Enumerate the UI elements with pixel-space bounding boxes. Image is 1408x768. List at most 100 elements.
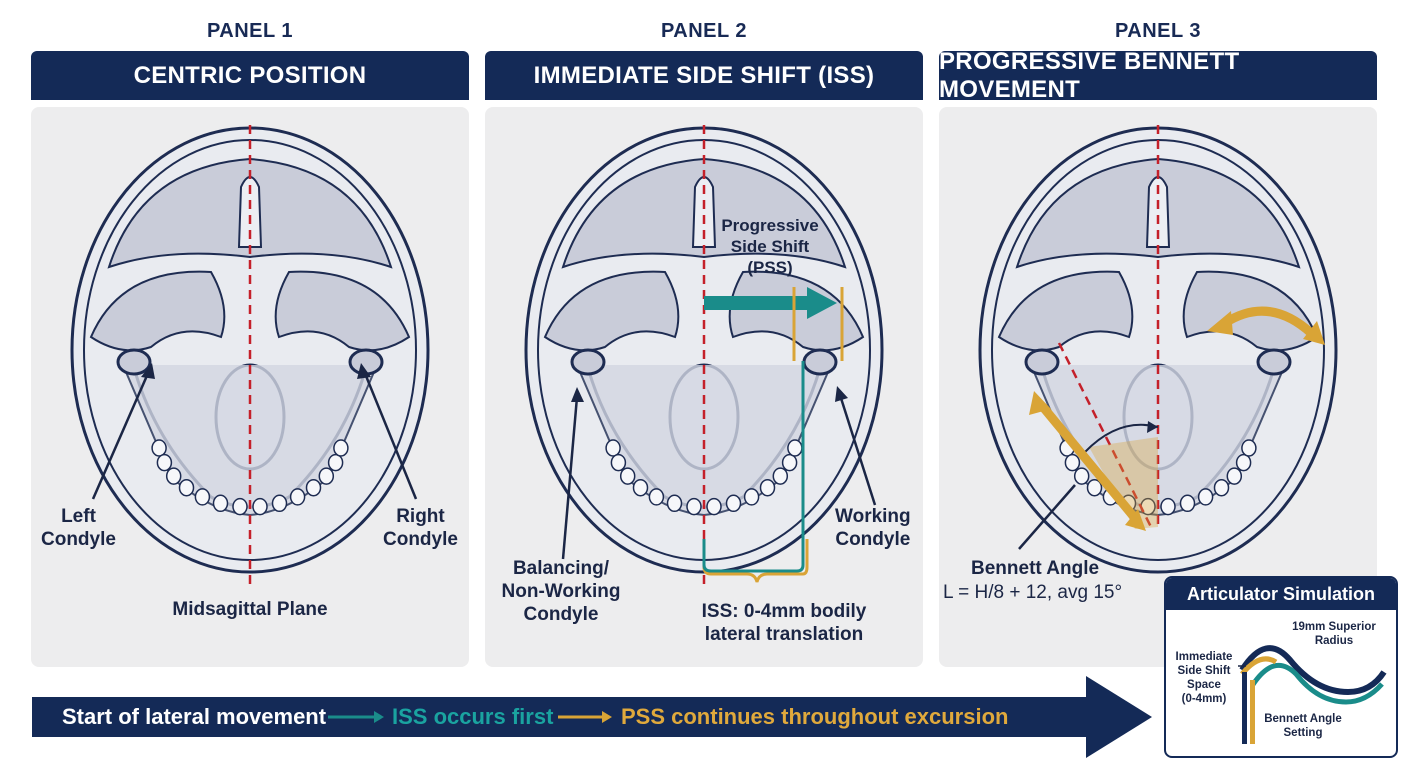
tooth xyxy=(1235,453,1252,472)
gold-arrowhead-up xyxy=(1029,391,1051,415)
flow-step-2: ISS occurs first xyxy=(392,704,554,729)
right-condyle-arrow xyxy=(362,370,418,500)
bennett-formula: L = H/8 + 12, avg 15° xyxy=(943,582,1123,603)
right-condyle-arrowhead xyxy=(357,363,371,379)
flow-step-3: PSS continues throughout excursion xyxy=(621,704,1009,729)
tooth xyxy=(725,494,742,513)
tooth xyxy=(1241,439,1257,457)
working-arrow xyxy=(838,394,877,506)
sim-radius-label: 19mm Superior Radius xyxy=(1292,621,1376,647)
pss-arrow-shaft xyxy=(704,296,810,310)
tooth xyxy=(686,497,702,516)
gold-double-arrow-left xyxy=(1039,404,1138,520)
tooth xyxy=(759,478,776,497)
tooth xyxy=(289,488,306,506)
panel-3-body: Bennett Angle L = H/8 + 12, avg 15° xyxy=(939,107,1377,667)
iss-bracket-teal xyxy=(702,361,805,573)
working-arrowhead xyxy=(835,386,848,402)
skull-illustration-2 xyxy=(524,125,884,587)
bennett-pointer xyxy=(1018,484,1076,550)
panel-3-title: PROGRESSIVE BENNETT MOVEMENT xyxy=(939,48,1377,103)
crista-galli xyxy=(691,176,717,248)
panel-2-title: IMMEDIATE SIDE SHIFT (ISS) xyxy=(485,51,923,100)
tooth xyxy=(1160,497,1176,516)
panel-2-label: PANEL 2 xyxy=(660,20,748,42)
crista-galli xyxy=(237,176,263,248)
tooth xyxy=(1086,478,1103,497)
gold-post xyxy=(1250,680,1255,744)
tooth xyxy=(252,497,268,516)
tooth xyxy=(1213,478,1230,497)
left-condyle xyxy=(1024,348,1060,376)
tooth xyxy=(318,467,335,485)
bennett-line xyxy=(1057,342,1153,528)
crista-galli xyxy=(1145,176,1171,248)
gold-curved-arrow xyxy=(1222,306,1315,337)
bennett-angle-label: Bennett Angle xyxy=(971,558,1100,579)
working-condyle-label: Working Condyle xyxy=(835,506,911,550)
panel-1-body: Left Condyle Right Condyle Midsagittal P… xyxy=(31,107,469,667)
tooth xyxy=(605,439,621,457)
iss-bracket-gold xyxy=(702,539,809,583)
gold-curved-arrowhead-right xyxy=(1303,321,1325,345)
balancing-condyle-label: Balancing/ Non-Working Condyle xyxy=(501,558,621,625)
tooth xyxy=(1179,494,1196,513)
iss-label: ISS: 0-4mm bodily lateral translation xyxy=(701,601,867,645)
tooth xyxy=(327,453,344,472)
left-condyle-arrowhead xyxy=(141,363,155,379)
panel-2-body: Progressive Side Shift (PSS) Working Con… xyxy=(485,107,923,667)
left-condyle xyxy=(116,348,152,376)
tooth xyxy=(743,488,760,506)
tooth xyxy=(151,439,167,457)
tooth xyxy=(333,439,349,457)
tooth xyxy=(194,488,211,506)
tooth xyxy=(305,478,322,497)
navy-post xyxy=(1242,672,1247,744)
tooth xyxy=(706,497,722,516)
tooth xyxy=(178,478,195,497)
tooth xyxy=(610,453,627,472)
tooth xyxy=(1064,453,1081,472)
balancing-arrow xyxy=(561,396,579,560)
tooth xyxy=(666,494,683,513)
flow-step-1: Start of lateral movement xyxy=(62,704,327,729)
teal-curve xyxy=(1249,662,1384,705)
right-condyle-label: Right Condyle xyxy=(383,506,458,550)
right-condyle xyxy=(802,348,838,376)
bennett-arc-arrowhead xyxy=(1147,421,1158,433)
teal-flow-arrow-icon xyxy=(328,711,384,723)
tooth xyxy=(1073,467,1090,485)
midsagittal-label: Midsagittal Plane xyxy=(172,599,328,620)
navy-curve xyxy=(1239,645,1387,696)
skull-illustration-1 xyxy=(70,125,430,587)
tooth xyxy=(619,467,636,485)
tooth xyxy=(632,478,649,497)
tooth xyxy=(787,439,803,457)
bennett-angle-wedge xyxy=(1089,437,1158,529)
gold-flow-arrow-icon xyxy=(558,711,612,723)
tooth xyxy=(271,494,288,513)
left-condyle-arrow xyxy=(91,370,151,500)
gold-arrowhead-down xyxy=(1125,509,1146,531)
articulator-curves xyxy=(1238,645,1387,744)
left-condyle xyxy=(570,348,606,376)
tooth xyxy=(212,494,229,513)
flow-arrowhead xyxy=(1086,676,1152,758)
tooth xyxy=(772,467,789,485)
skull-illustration-3 xyxy=(978,125,1338,574)
pss-arrowhead xyxy=(807,287,837,319)
panel-3-label: PANEL 3 xyxy=(1114,20,1202,42)
right-condyle xyxy=(1256,348,1292,376)
left-condyle-label: Left Condyle xyxy=(41,506,116,550)
balancing-arrowhead xyxy=(571,387,584,402)
panel-1-title: CENTRIC POSITION xyxy=(31,51,469,100)
tooth xyxy=(648,488,665,506)
tooth xyxy=(232,497,248,516)
gold-curved-arrowhead-left xyxy=(1207,311,1233,335)
tooth xyxy=(781,453,798,472)
tooth xyxy=(1226,467,1243,485)
tooth xyxy=(156,453,173,472)
tooth xyxy=(1197,488,1214,506)
articulator-simulation-box: Articulator Simulation 19mm Superior Rad… xyxy=(1164,576,1398,758)
panel-1-label: PANEL 1 xyxy=(206,20,294,42)
